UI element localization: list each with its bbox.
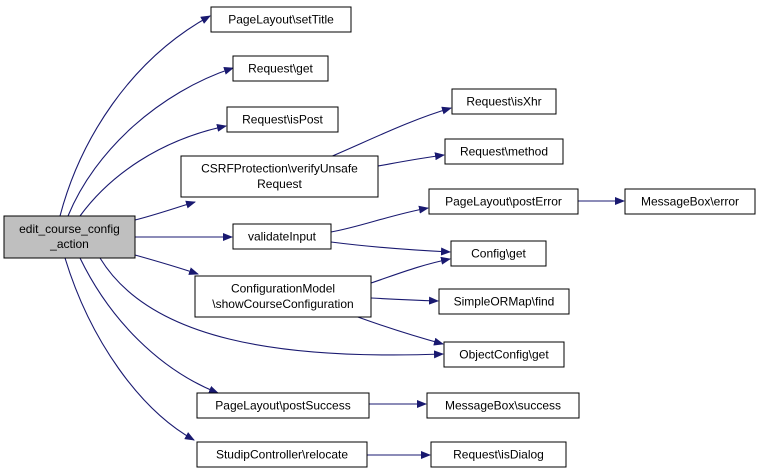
edge-validate-configget <box>330 241 451 256</box>
edge-csrf-isxhr <box>329 106 452 158</box>
node-request-isdialog[interactable]: Request\isDialog <box>430 441 567 468</box>
node-request-isxhr[interactable]: Request\isXhr <box>451 88 557 115</box>
node-label: Request\get <box>248 62 313 76</box>
node-edit-course-config-action[interactable]: edit_course_config _action <box>3 215 136 259</box>
node-label: SimpleORMap\find <box>454 295 555 309</box>
node-label: Config\get <box>471 247 526 261</box>
node-label-line-1: CSRFProtection\verifyUnsafe <box>201 162 358 176</box>
edge-cfgmodel-configget <box>370 256 451 284</box>
node-studipcontroller-relocate[interactable]: StudipController\relocate <box>196 441 368 468</box>
edge-root-ispost <box>79 123 227 217</box>
node-label-line-2: Request <box>257 177 302 191</box>
edge-root-settitle <box>59 15 211 217</box>
node-label: ObjectConfig\get <box>459 348 549 362</box>
node-label-line-2: \showCourseConfiguration <box>212 297 353 311</box>
edge-root-csrf <box>134 200 196 221</box>
edge-root-objget <box>99 257 444 359</box>
node-label: PageLayout\setTitle <box>228 13 334 27</box>
node-configurationmodel-showcourseconfiguration[interactable]: ConfigurationModel \showCourseConfigurat… <box>194 275 372 318</box>
node-messagebox-error[interactable]: MessageBox\error <box>624 188 756 215</box>
node-label: StudipController\relocate <box>216 448 348 462</box>
node-pagelayout-settitle[interactable]: PageLayout\setTitle <box>210 6 352 33</box>
node-messagebox-success[interactable]: MessageBox\success <box>426 392 580 419</box>
node-label: validateInput <box>248 230 317 244</box>
node-config-get[interactable]: Config\get <box>450 240 547 267</box>
edge-csrf-method <box>377 152 445 167</box>
node-label: MessageBox\success <box>445 399 561 413</box>
node-label: Request\method <box>460 145 548 159</box>
node-label: MessageBox\error <box>641 195 739 209</box>
node-pagelayout-posterror[interactable]: PageLayout\postError <box>428 188 579 215</box>
node-request-ispost[interactable]: Request\isPost <box>226 106 339 133</box>
node-validateinput[interactable]: validateInput <box>232 223 332 250</box>
node-label-line-2: _action <box>49 237 89 251</box>
node-pagelayout-postsuccess[interactable]: PageLayout\postSuccess <box>196 392 370 419</box>
node-label: PageLayout\postSuccess <box>215 399 350 413</box>
node-request-method[interactable]: Request\method <box>444 138 564 165</box>
node-objectconfig-get[interactable]: ObjectConfig\get <box>443 341 565 368</box>
node-label-line-1: ConfigurationModel <box>231 282 335 296</box>
edge-cfgmodel-ormfind <box>370 296 439 305</box>
node-simpleormap-find[interactable]: SimpleORMap\find <box>438 288 570 315</box>
edge-root-relocate <box>64 257 195 441</box>
node-csrfprotection-verifyunsaferequest[interactable]: CSRFProtection\verifyUnsafe Request <box>180 155 379 198</box>
node-label: Request\isDialog <box>453 448 544 462</box>
edge-root-requestget <box>67 67 234 217</box>
edge-root-postsuccess <box>79 257 219 394</box>
edge-root-cfgmodel <box>134 254 199 275</box>
node-label-line-1: edit_course_config <box>19 222 120 236</box>
edge-validate-posterror <box>330 205 429 233</box>
edge-cfgmodel-objget <box>354 315 444 346</box>
node-label: Request\isXhr <box>466 95 541 109</box>
node-label: PageLayout\postError <box>445 195 562 209</box>
node-label: Request\isPost <box>242 113 323 127</box>
node-request-get[interactable]: Request\get <box>232 55 329 82</box>
